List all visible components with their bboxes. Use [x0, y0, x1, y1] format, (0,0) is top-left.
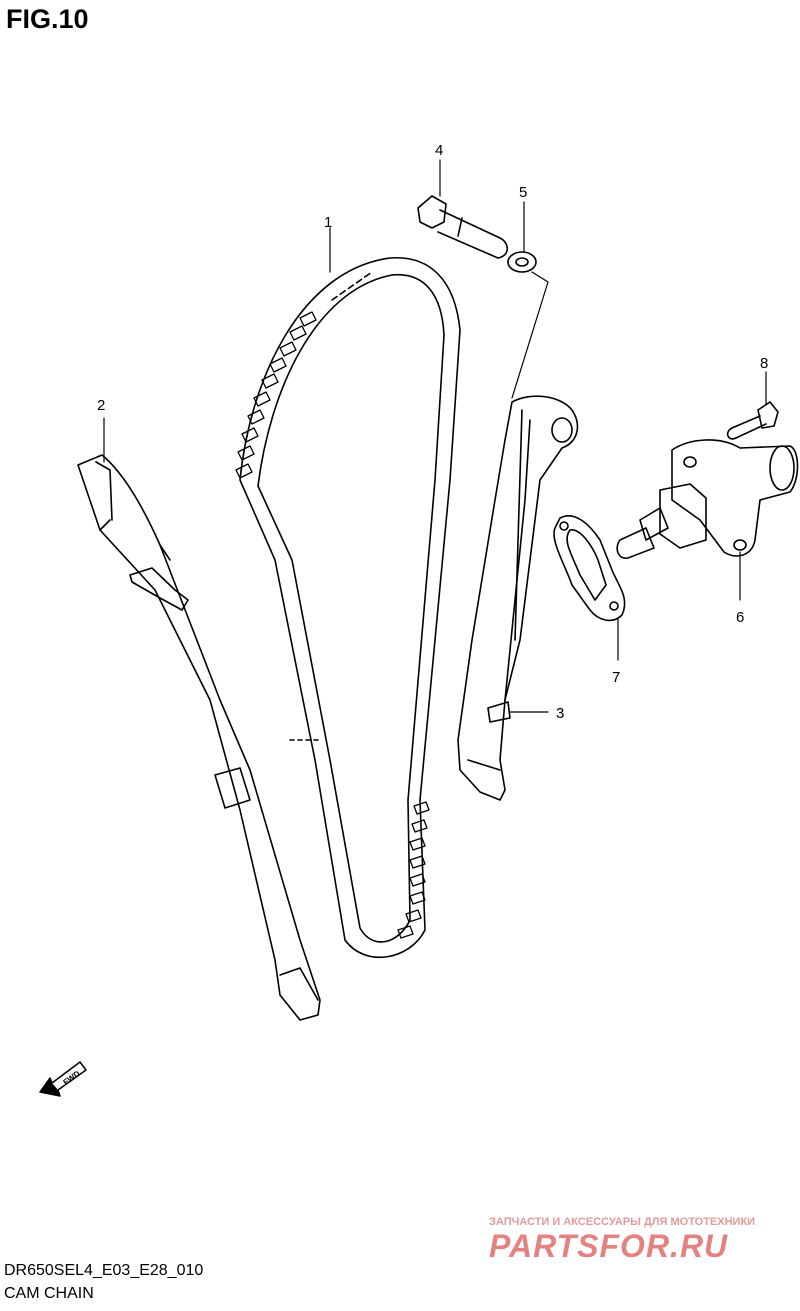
callout-5: 5: [519, 184, 527, 201]
washer: [507, 251, 537, 273]
cam-chain: [235, 257, 461, 958]
leader-lines: [103, 159, 767, 713]
chain-tensioner-adjuster: [616, 439, 799, 559]
callout-8: 8: [760, 355, 768, 372]
adjuster-bolt: [726, 401, 779, 440]
callout-7: 7: [612, 669, 620, 686]
diagram-name: CAM CHAIN: [4, 1285, 94, 1302]
callout-6: 6: [736, 609, 744, 626]
callout-3: 3: [556, 705, 564, 722]
callout-4: 4: [435, 142, 443, 159]
front-chain-tensioner-guide: [457, 395, 579, 801]
watermark-logo: PARTSFOR.RU: [489, 1228, 729, 1264]
rear-chain-guide: [77, 454, 321, 1021]
callout-2: 2: [97, 397, 105, 414]
fwd-arrow-icon: FWD: [39, 1061, 87, 1097]
watermark-tagline: ЗАПЧАСТИ И АКСЕССУАРЫ ДЛЯ МОТОТЕХНИКИ: [489, 1216, 756, 1228]
figure-title: FIG.10: [6, 4, 89, 34]
guide-bolt: [417, 195, 509, 259]
callout-1: 1: [324, 214, 332, 231]
diagram-code: DR650SEL4_E03_E28_010: [4, 1262, 204, 1279]
tensioner-gasket: [553, 515, 626, 622]
